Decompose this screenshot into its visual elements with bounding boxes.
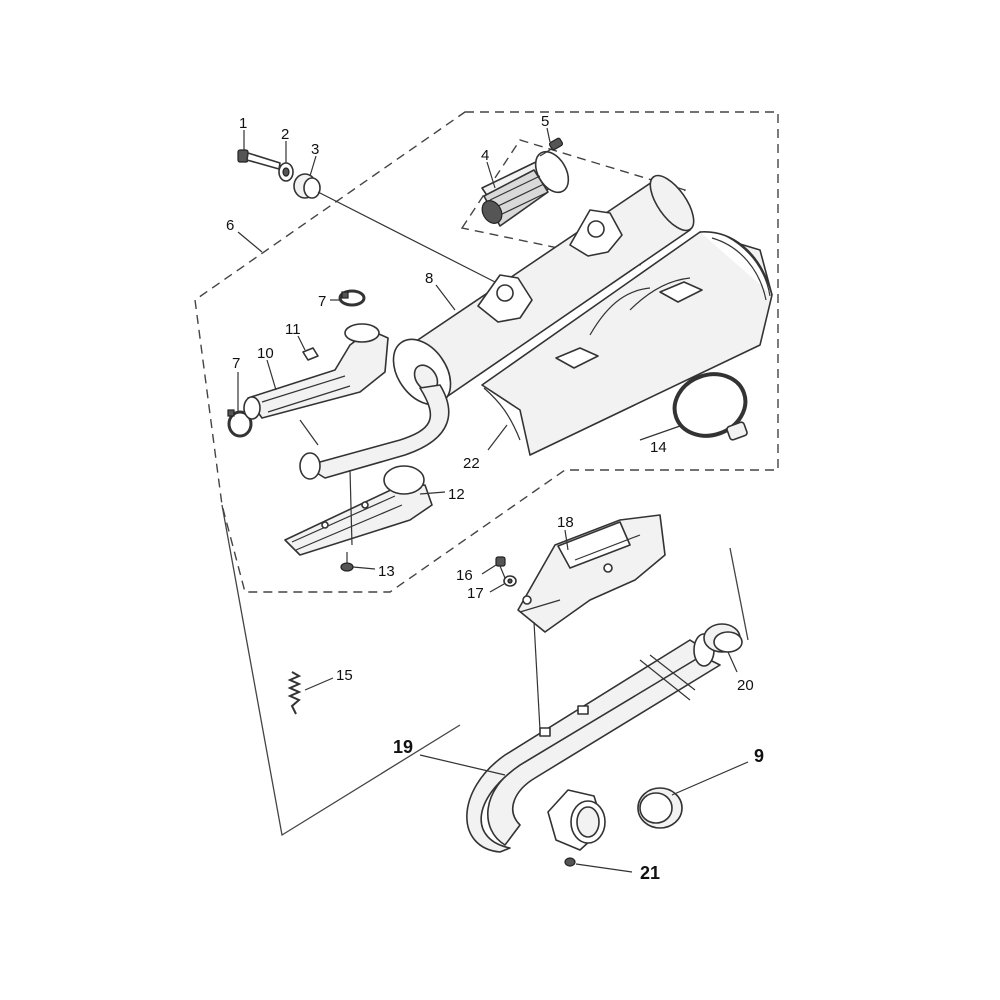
spring-part [287, 671, 302, 715]
callout-7-upper: 7 [318, 293, 326, 310]
callout-5: 5 [541, 113, 549, 130]
washer-part [278, 162, 294, 182]
nut-part [564, 857, 576, 867]
pipe-guide-line [299, 419, 319, 446]
heat-shield-part [481, 231, 773, 456]
callout-6: 6 [226, 217, 234, 234]
exhaust-kit-frame [221, 504, 461, 837]
leader-lines [237, 127, 749, 873]
callout-15: 15 [336, 667, 353, 684]
cover-screw-part [340, 552, 354, 572]
shield-washer-part [503, 575, 517, 587]
callout-14: 14 [650, 439, 667, 456]
callout-20: 20 [737, 677, 754, 694]
callout-17: 17 [467, 585, 484, 602]
exhaust-header-pipe-part [466, 633, 721, 853]
shield-bolt-part [495, 556, 506, 579]
callout-21: 21 [640, 863, 660, 883]
clip-part [302, 347, 319, 361]
muffler-inlet-pipe [311, 384, 450, 479]
outlet-pipe-part [243, 323, 389, 420]
band-clamp-part [672, 372, 748, 441]
callout-10: 10 [257, 345, 274, 362]
callout-16: 16 [456, 567, 473, 584]
callout-4: 4 [481, 147, 489, 164]
grommet-part [293, 173, 321, 199]
lower-pipe-cover-part [284, 465, 433, 556]
end-cap-part [703, 623, 743, 653]
gasket-ring-part [637, 787, 683, 829]
cover-guide-line [349, 469, 353, 546]
callout-9: 9 [754, 746, 764, 766]
callout-3: 3 [311, 141, 319, 158]
callout-2: 2 [281, 126, 289, 143]
callout-8: 8 [425, 270, 433, 287]
callout-7-lower: 7 [232, 355, 240, 372]
callout-11: 11 [285, 321, 301, 338]
head-pipe-shield-part [517, 514, 666, 633]
spark-arrester-screen-part [481, 150, 570, 227]
bolt-part [237, 149, 281, 170]
callout-18: 18 [557, 514, 574, 531]
callout-1: 1 [239, 115, 247, 132]
shield-guide-line [533, 621, 541, 731]
exhaust-kit-frame-right [729, 547, 749, 641]
grommet-guide-line [317, 191, 496, 283]
pipe-end [299, 452, 321, 480]
muffler-assembly-frame [194, 111, 779, 593]
callout-13: 13 [378, 563, 395, 580]
callout-19: 19 [393, 737, 413, 757]
muffler-body-part [392, 174, 695, 406]
arrester-bolt-part [539, 137, 564, 157]
callout-22: 22 [463, 455, 480, 472]
small-clamp-part-a [338, 289, 366, 307]
small-clamp-part-b [227, 409, 253, 438]
callout-12: 12 [448, 486, 465, 503]
